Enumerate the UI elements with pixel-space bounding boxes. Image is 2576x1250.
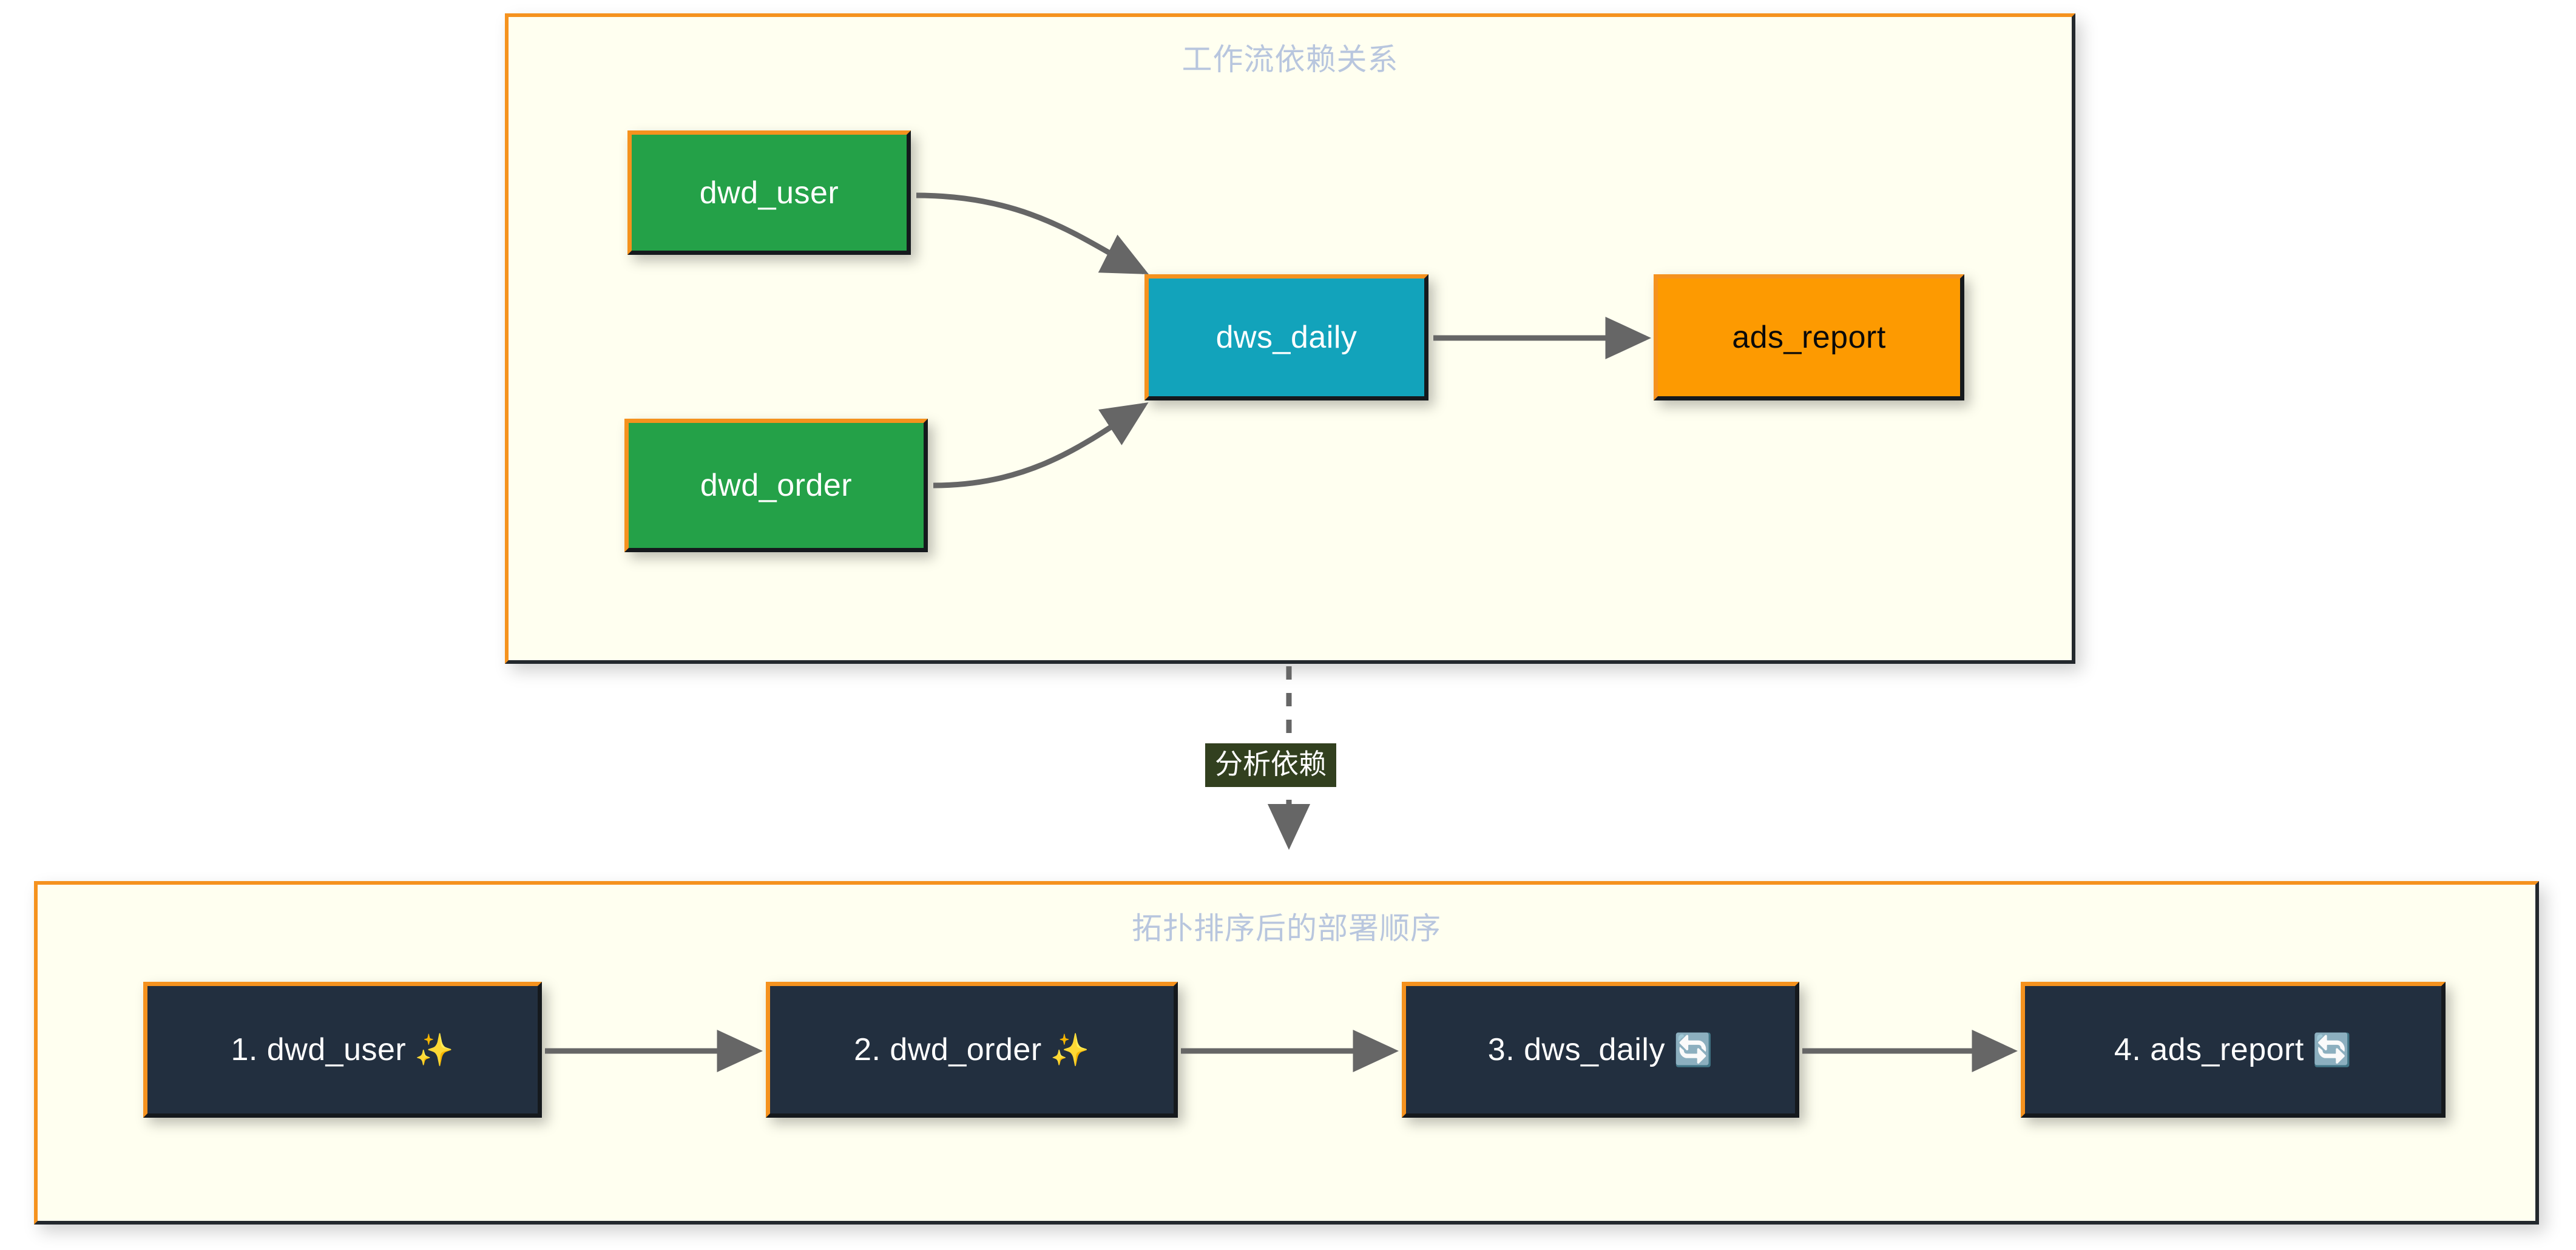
node-dws-daily[interactable]: dws_daily xyxy=(1144,274,1428,400)
counterclockwise-arrows-icon: 🔄 xyxy=(1673,1032,1714,1069)
bridge-label-text: 分析依赖 xyxy=(1215,748,1327,780)
node-ads-report-label: ads_report xyxy=(1732,320,1886,355)
counterclockwise-arrows-icon: 🔄 xyxy=(2312,1032,2353,1069)
sparkles-icon: ✨ xyxy=(1050,1032,1090,1069)
node-dwd-order[interactable]: dwd_order xyxy=(624,419,928,552)
node-step-3-dws-daily[interactable]: 3. dws_daily 🔄 xyxy=(1402,982,1799,1118)
node-step-2-label: 2. dwd_order xyxy=(854,1032,1042,1067)
node-step-4-label: 4. ads_report xyxy=(2114,1032,2304,1067)
node-dwd-user[interactable]: dwd_user xyxy=(627,130,911,255)
node-step-4-ads-report[interactable]: 4. ads_report 🔄 xyxy=(2021,982,2446,1118)
node-dws-daily-label: dws_daily xyxy=(1215,320,1357,355)
node-step-1-dwd-user[interactable]: 1. dwd_user ✨ xyxy=(143,982,542,1118)
node-dwd-user-label: dwd_user xyxy=(699,175,839,211)
node-ads-report[interactable]: ads_report xyxy=(1654,274,1964,400)
sparkles-icon: ✨ xyxy=(414,1032,455,1069)
node-step-2-dwd-order[interactable]: 2. dwd_order ✨ xyxy=(766,982,1178,1118)
node-step-1-label: 1. dwd_user xyxy=(231,1032,407,1067)
node-dwd-order-label: dwd_order xyxy=(700,468,853,503)
node-step-3-label: 3. dws_daily xyxy=(1487,1032,1665,1067)
cluster-deploy-title: 拓扑排序后的部署顺序 xyxy=(1132,911,1441,945)
bridge-label-analyze-dependency: 分析依赖 xyxy=(1205,743,1336,788)
cluster-workflow-title: 工作流依赖关系 xyxy=(1182,42,1399,76)
